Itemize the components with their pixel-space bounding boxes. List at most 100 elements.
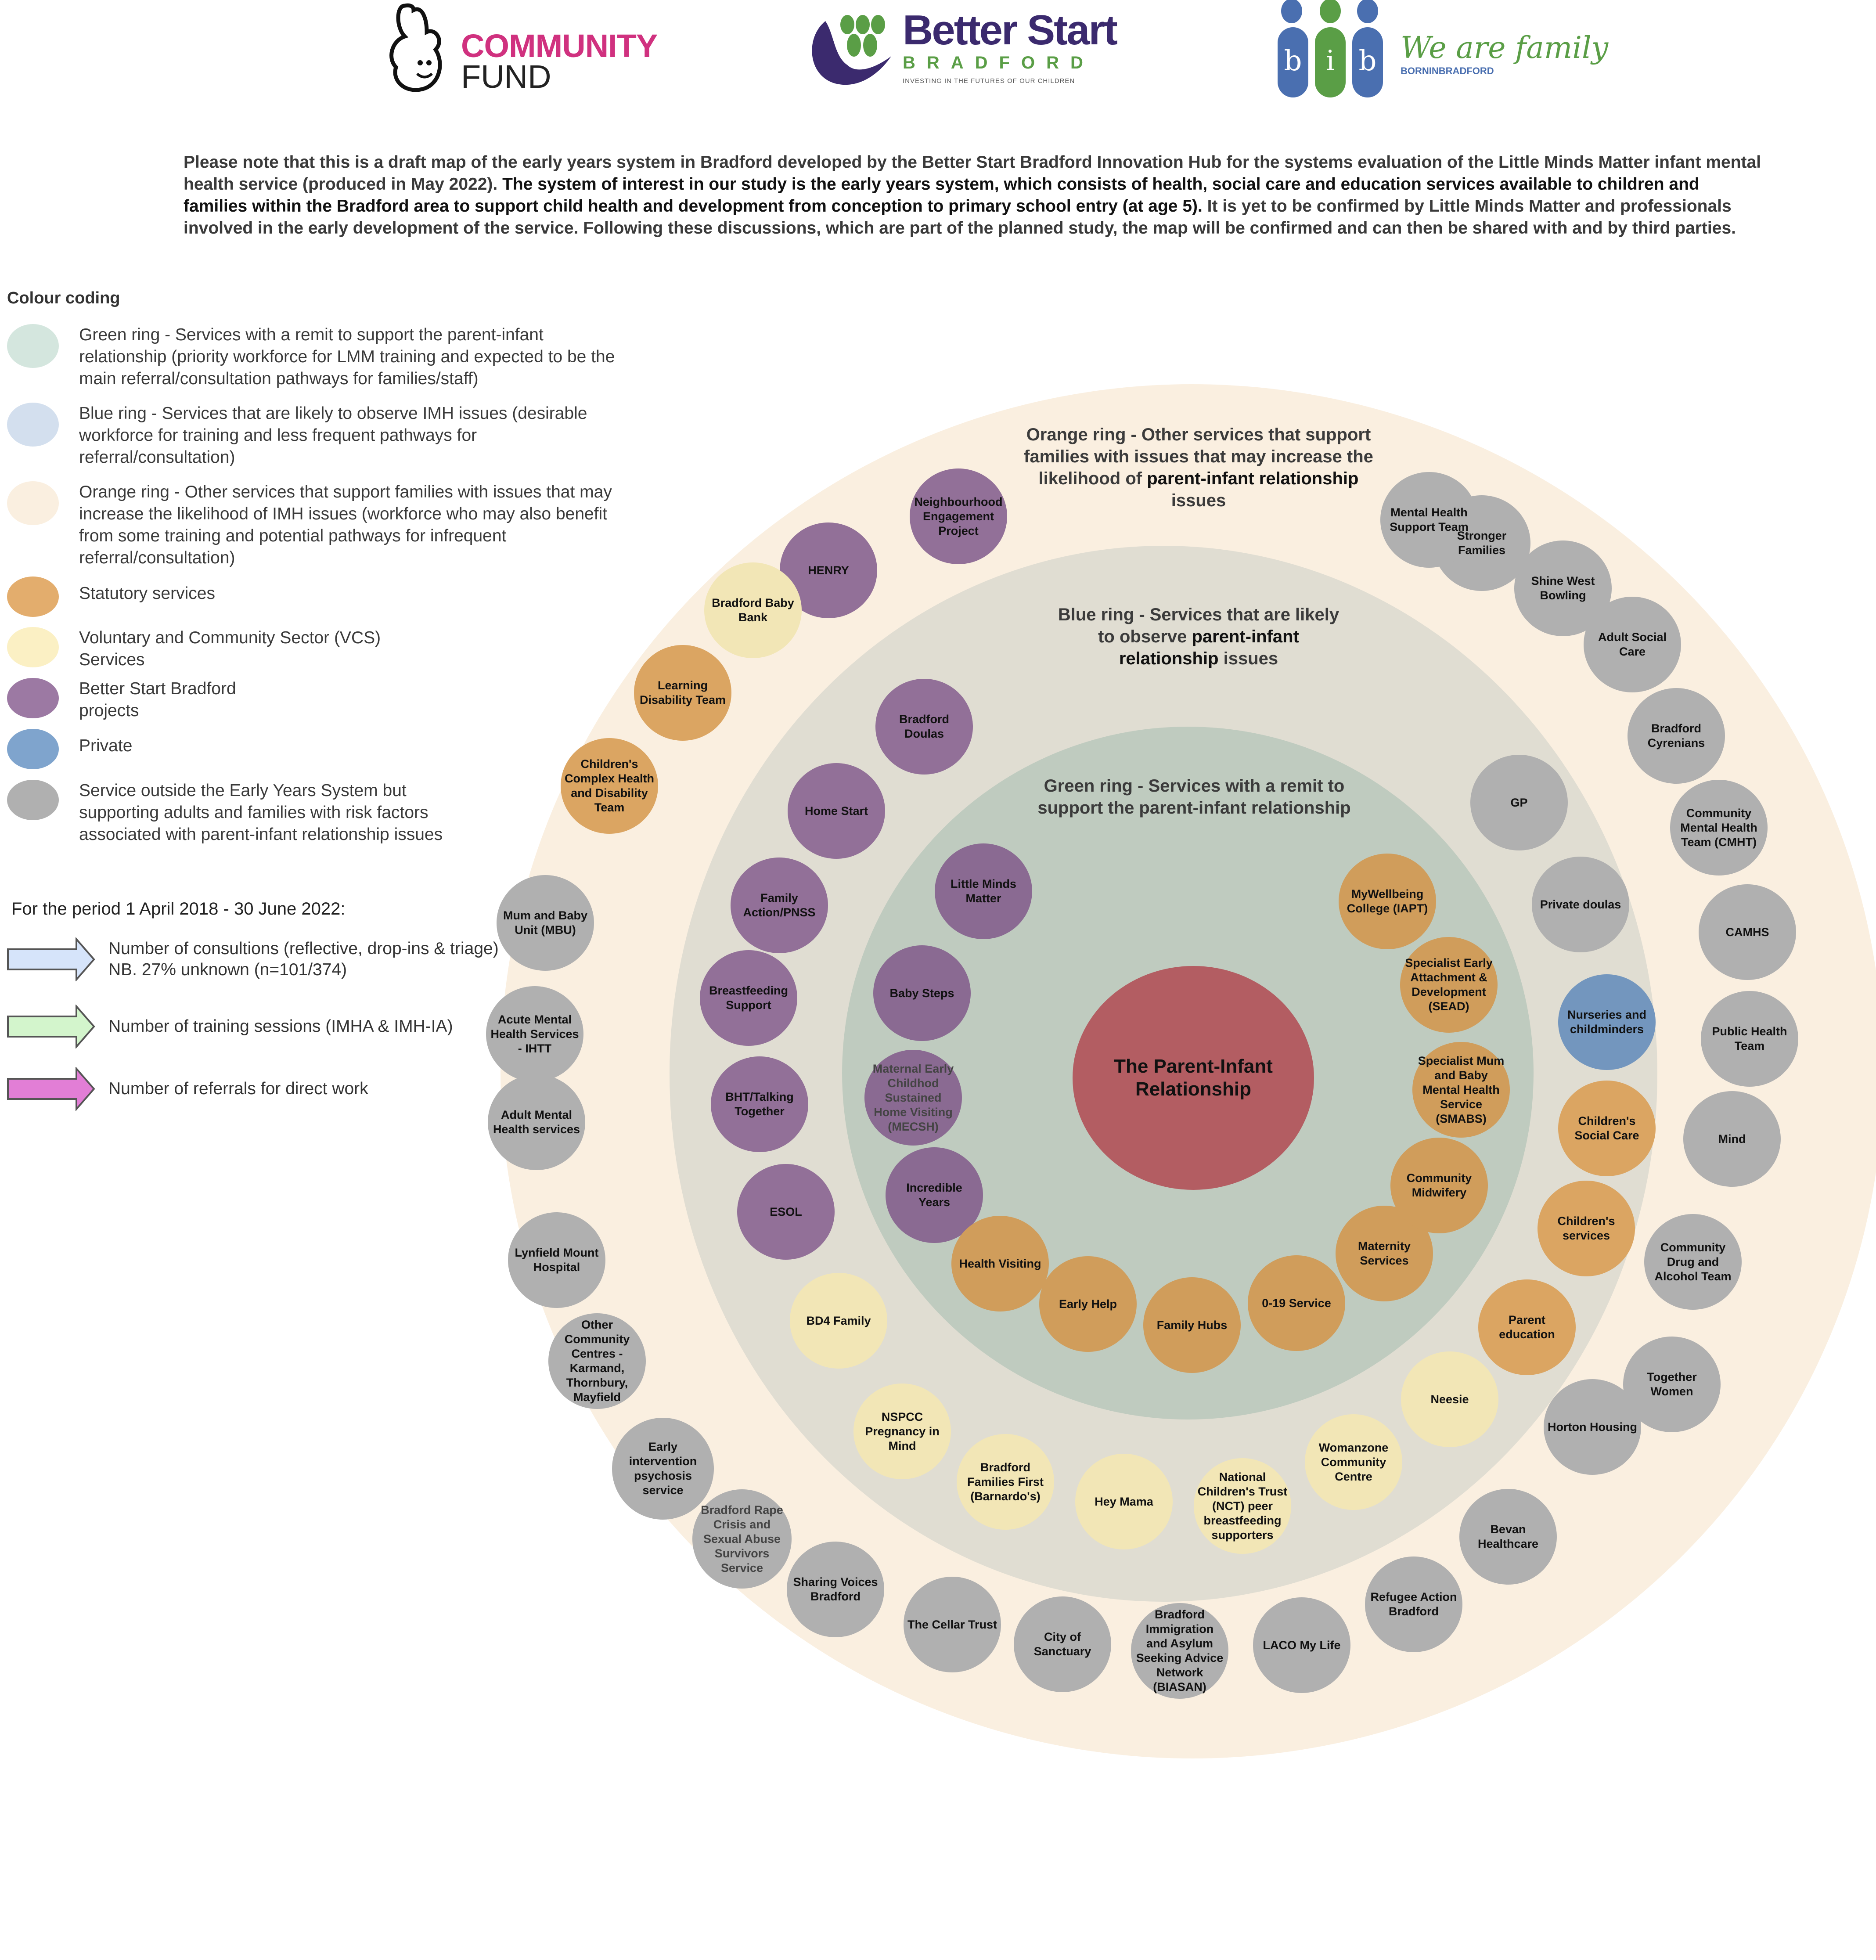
service-name: Maternity Services [1357,1239,1411,1267]
service-name: Private doulas [1540,897,1621,911]
service-name: Baby Steps [889,986,954,1000]
service-bubble: CAMHS [1699,884,1796,980]
service-name: Specialist Mum and Baby Mental Health Se… [1418,1054,1505,1125]
service-bubble: Adult Mental Health services [488,1074,585,1170]
service-bubble: MyWellbeing College (IAPT) [1339,854,1436,949]
svg-text:i: i [1326,45,1335,77]
service-bubble: Bradford Doulas [875,679,973,775]
service-name: Health Visiting [959,1257,1041,1270]
service-name: Shine West Bowling [1531,574,1595,602]
service-name: Neesie [1430,1392,1469,1406]
service-name: Incredible Years [906,1181,962,1209]
service-bubble: BD4 Family [790,1273,887,1369]
service-bubble: Acute Mental Health Services - IHTT [486,986,583,1082]
service-name: Together Women [1647,1370,1697,1398]
legend-label: Green ring - Services with a remit to su… [79,325,615,388]
legend-item-vcs: Voluntary and Community Sector (VCS) Ser… [7,627,413,671]
service-name: Family Action/PNSS [743,891,816,919]
service-bubble: Neesie [1401,1351,1498,1447]
service-name: Bradford Immigration and Asylum Seeking … [1136,1608,1224,1693]
service-name: Family Hubs [1156,1318,1228,1332]
service-name: National Children's Trust (NCT) peer bre… [1197,1470,1288,1542]
service-name: Bradford Families First (Barnardo's) [967,1460,1044,1503]
service-bubble: Refugee Action Bradford [1365,1556,1462,1652]
legend-arrow-consultations: Number of consultions (reflective, drop-… [6,937,504,981]
center-label: The Parent-Infant Relationship [1114,1056,1273,1100]
community-fund-logo: COMMUNITY FUND [378,0,658,97]
service-name: MyWellbeing College (IAPT) [1347,887,1428,915]
period-label: For the period 1 April 2018 - 30 June 20… [11,899,346,919]
service-name: Maternal Early Childhod Sustained Home V… [872,1062,954,1133]
service-name: Stronger Families [1457,529,1507,557]
service-bubble: Sharing Voices Bradford [787,1542,884,1637]
better-start-bradford-logo: Better Start BRADFORD INVESTING IN THE F… [808,8,1118,87]
orange-ring-label: Orange ring - Other services that suppor… [1014,424,1383,512]
better-start-tagline: INVESTING IN THE FUTURES OF OUR CHILDREN [903,77,1075,85]
service-bubble: Mind [1683,1091,1781,1187]
service-bubble: Public Health Team [1701,991,1798,1087]
service-name: GP [1510,796,1528,809]
intro-part-1: Please note that this is a draft map of … [184,153,1761,194]
service-bubble: Womanzone Community Centre [1305,1414,1402,1510]
service-bubble: Children's Complex Health and Disability… [561,738,658,834]
service-name: Other Community Centres - Karmand, Thorn… [564,1318,630,1404]
legend-item-statutory: Statutory services [7,576,632,617]
service-bubble: Bevan Healthcare [1459,1489,1557,1585]
service-name: Bradford Doulas [899,713,949,740]
intro-note: Please note that this is a draft map of … [184,151,1764,239]
service-bubble: NSPCC Pregnancy in Mind [853,1384,951,1479]
service-bubble: Children's services [1538,1181,1635,1276]
orange-ring-label-emphasis: parent-infant relationship [1147,469,1359,488]
service-bubble: Breastfeeding Support [700,950,797,1046]
legend-label: Number of referrals for direct work [108,1079,368,1098]
service-name: Adult Social Care [1598,631,1667,658]
service-bubble: ESOL [737,1164,835,1260]
service-bubble: GP [1470,755,1568,850]
service-name: Womanzone Community Centre [1318,1441,1389,1483]
service-name: Parent education [1499,1313,1555,1341]
service-bubble: Incredible Years [886,1147,983,1243]
service-name: Horton Housing [1548,1420,1637,1434]
legend-label: Blue ring - Services that are likely to … [79,404,587,467]
service-bubble: Bradford Baby Bank [704,562,802,658]
bib-figures-icon: b i b [1278,0,1383,97]
blue-ring-swatch [7,403,59,447]
service-name: Nurseries and childminders [1567,1008,1647,1036]
service-bubble: Private doulas [1532,857,1629,952]
legend-label: Service outside the Early Years System b… [79,781,443,844]
service-name: Early intervention psychosis service [629,1440,697,1497]
blue-ring-label-text: Blue ring - Services that are likely to … [1058,605,1339,646]
service-name: Home Start [804,804,868,818]
intro-part-3: It is yet to be confirmed by Little Mind… [184,197,1736,238]
service-name: HENRY [808,563,849,577]
service-bubble: Learning Disability Team [634,645,731,741]
service-bubble: Nurseries and childminders [1558,974,1656,1070]
legend-arrow-training: Number of training sessions (IMHA & IMH-… [6,1005,504,1048]
born-in-bradford-logo: b i b We are family BORNINBRADFORD [1269,0,1608,99]
orange-ring-label-text: Orange ring - Other services that suppor… [1024,425,1373,488]
legend-label: Number of training sessions (IMHA & IMH-… [108,1017,453,1036]
service-name: Children's Social Care [1574,1114,1639,1142]
crossed-fingers-icon [389,3,442,92]
bsb-swatch [7,678,59,718]
service-bubble: Bradford Immigration and Asylum Seeking … [1131,1603,1228,1699]
svg-text:b: b [1359,45,1377,77]
service-name: BHT/Talking Together [725,1090,794,1118]
service-name: Refugee Action Bradford [1370,1590,1457,1618]
blue-ring-label-emphasis: parent-infant relationship [1119,627,1299,668]
service-bubble: Horton Housing [1544,1379,1641,1475]
blue-arrow-icon [7,937,95,981]
service-bubble: BHT/Talking Together [711,1056,808,1152]
service-bubble: Baby Steps [873,945,971,1041]
service-name: Hey Mama [1095,1495,1153,1508]
service-bubble: Specialist Early Attachment & Developmen… [1400,937,1498,1033]
green-ring-swatch [7,324,59,368]
bib-slogan: We are family [1401,31,1609,65]
service-name: Breastfeeding Support [709,984,789,1012]
pink-arrow-icon [7,1067,95,1111]
legend-item-outside: Service outside the Early Years System b… [7,780,474,846]
service-bubble: Early Help [1039,1256,1137,1352]
service-name: Mum and Baby Unit (MBU) [503,909,588,937]
better-start-subtitle: BRADFORD [903,53,1095,72]
service-name: LACO My Life [1263,1638,1341,1652]
